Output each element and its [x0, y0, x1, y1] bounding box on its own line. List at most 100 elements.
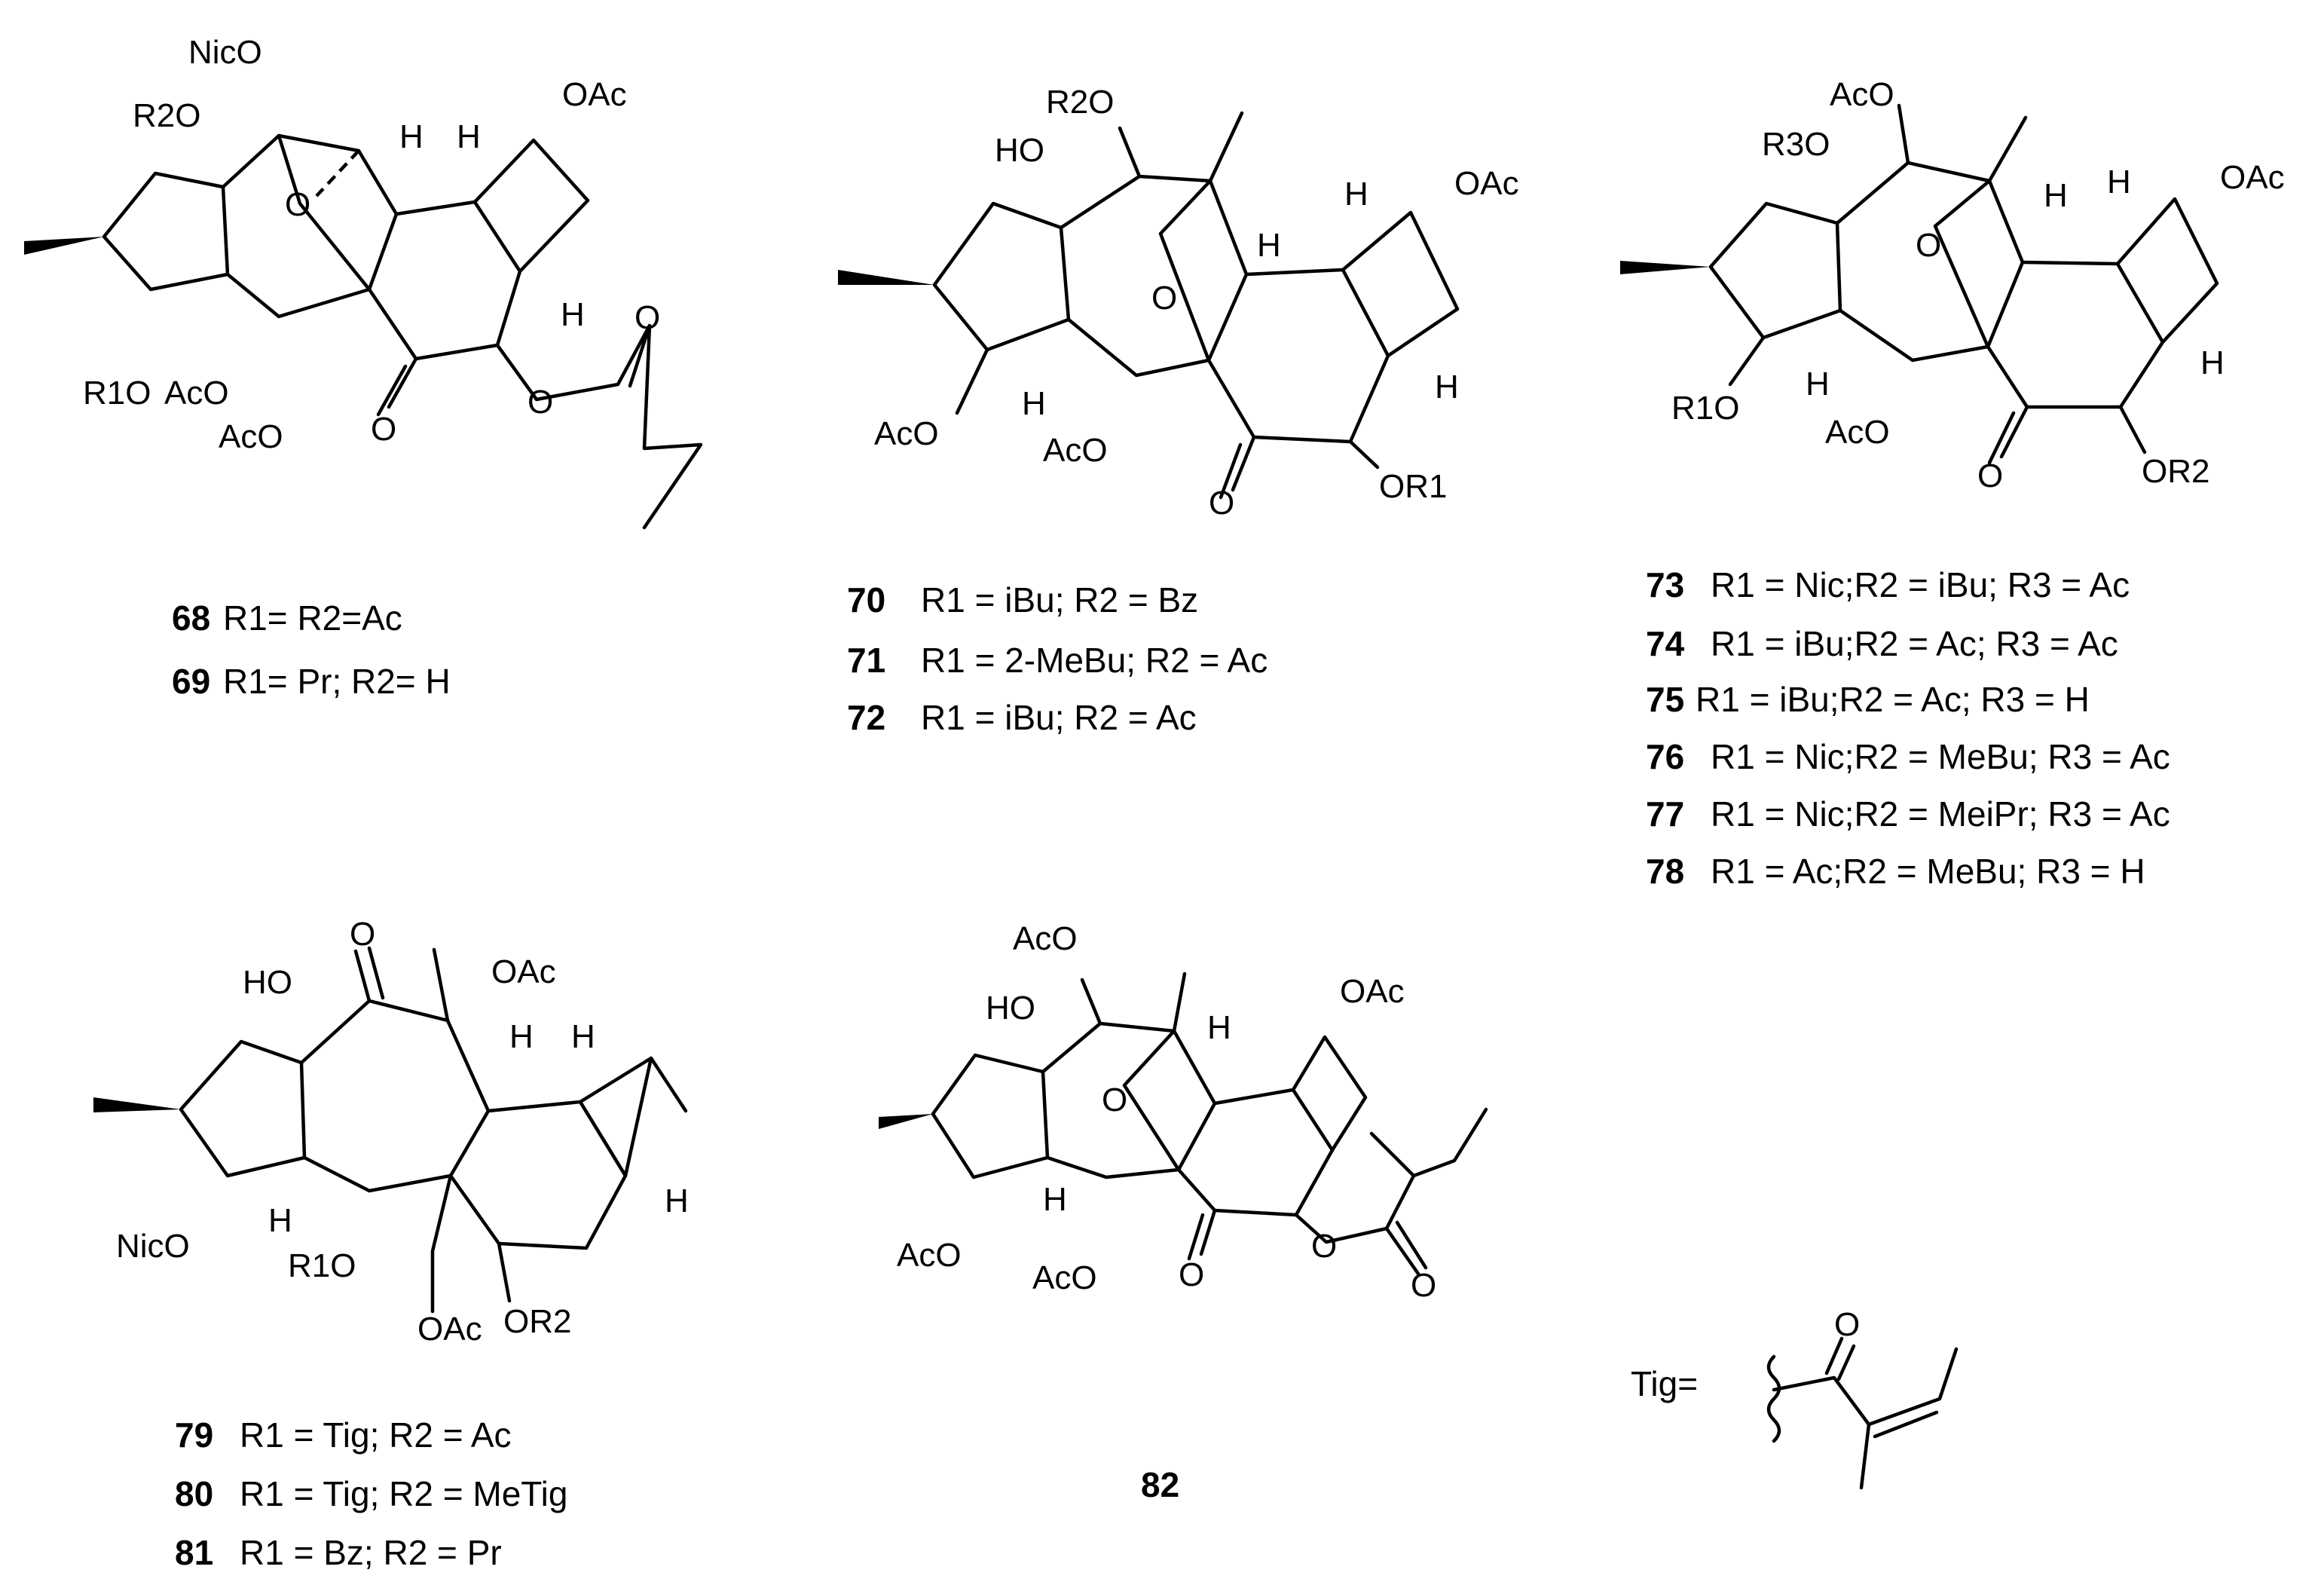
- caption-76: 76 R1 = Nic;R2 = MeBu; R3 = Ac: [1646, 737, 2170, 776]
- compound-number: 76: [1646, 737, 1684, 776]
- tig-definition: Tig= O: [1631, 1306, 1959, 1490]
- label-oac: OAc: [2220, 159, 2285, 196]
- compound-number: 70: [847, 580, 885, 620]
- label-oac: OAc: [491, 953, 556, 990]
- caption-71: 71 R1 = 2-MeBu; R2 = Ac: [847, 641, 1267, 680]
- label-o-ketone: O: [350, 916, 375, 953]
- label-h: H: [1806, 366, 1830, 402]
- label-o-ketone: O: [371, 411, 396, 448]
- label-o-ester: O: [527, 384, 553, 421]
- label-h: H: [571, 1018, 595, 1055]
- label-aco: AcO: [1043, 432, 1108, 469]
- substituent-text: R1 = Ac;R2 = MeBu; R3 = H: [1711, 852, 2145, 891]
- label-h: H: [399, 118, 424, 155]
- label-ho: HO: [986, 990, 1035, 1027]
- label-h: H: [665, 1183, 689, 1219]
- label-nico: NicO: [188, 34, 262, 71]
- substituent-text: R1 = Bz; R2 = Pr: [240, 1533, 502, 1572]
- substituent-text: R1 = Nic;R2 = MeBu; R3 = Ac: [1711, 737, 2170, 776]
- label-o-bridge: O: [1916, 227, 1941, 264]
- caption-75: 75 R1 = iBu;R2 = Ac; R3 = H: [1646, 680, 2090, 719]
- structure-70-72: R2O HO H H OAc O H AcO H AcO O OR1 70 R1…: [838, 84, 1519, 737]
- label-aco: AcO: [219, 418, 283, 455]
- label-o-ketone: O: [1179, 1256, 1204, 1293]
- compound-number: 74: [1646, 624, 1685, 663]
- label-or2: OR2: [2142, 453, 2209, 490]
- label-h: H: [1257, 227, 1281, 264]
- label-h: H: [268, 1202, 292, 1239]
- caption-74: 74 R1 = iBu;R2 = Ac; R3 = Ac: [1646, 624, 2118, 663]
- label-or2: OR2: [503, 1303, 571, 1340]
- substituent-text: R1 = Tig; R2 = Ac: [240, 1415, 512, 1455]
- compound-number: 75: [1646, 680, 1684, 719]
- label-aco: AcO: [1830, 76, 1894, 113]
- skeleton-bonds: [24, 133, 703, 530]
- label-r2o: R2O: [133, 97, 200, 134]
- compound-number: 71: [847, 641, 885, 680]
- tig-label: Tig=: [1631, 1364, 1698, 1403]
- caption-70: 70 R1 = iBu; R2 = Bz: [847, 580, 1198, 620]
- skeleton-bonds: [838, 111, 1460, 500]
- substituent-text: R1= Pr; R2= H: [223, 662, 451, 701]
- label-aco: AcO: [874, 415, 939, 452]
- label-oac: OAc: [562, 76, 627, 113]
- caption-72: 72 R1 = iBu; R2 = Ac: [847, 698, 1197, 737]
- label-r2o: R2O: [1046, 84, 1114, 121]
- compound-number: 73: [1646, 565, 1684, 604]
- caption-78: 78 R1 = Ac;R2 = MeBu; R3 = H: [1646, 852, 2145, 891]
- skeleton-bonds: [93, 946, 688, 1314]
- caption-68: 68 R1= R2=Ac: [172, 598, 402, 638]
- caption-69: 69 R1= Pr; R2= H: [172, 662, 451, 701]
- label-h: H: [1435, 369, 1459, 405]
- label-ho: HO: [995, 132, 1044, 169]
- label-o-bridge: O: [1102, 1082, 1127, 1118]
- label-o-bridge: O: [1151, 280, 1177, 317]
- label-oac: OAc: [1340, 973, 1405, 1010]
- compound-number: 81: [175, 1533, 213, 1572]
- label-aco: AcO: [164, 375, 229, 412]
- label-o-bridge: O: [285, 186, 310, 223]
- label-aco: AcO: [897, 1237, 962, 1274]
- label-aco: AcO: [1825, 414, 1890, 451]
- substituent-text: R1 = iBu; R2 = Bz: [921, 580, 1198, 620]
- compound-number: 79: [175, 1415, 213, 1455]
- caption-82: 82: [1141, 1465, 1179, 1504]
- compound-number: 80: [175, 1474, 213, 1513]
- label-o-ketone: O: [1977, 457, 2003, 494]
- label-aco: AcO: [1032, 1259, 1097, 1296]
- label-h: H: [2200, 344, 2225, 381]
- label-o-ester: O: [1311, 1228, 1337, 1265]
- compound-number: 78: [1646, 852, 1684, 891]
- substituent-text: R1 = 2-MeBu; R2 = Ac: [921, 641, 1267, 680]
- caption-77: 77 R1 = Nic;R2 = MeiPr; R3 = Ac: [1646, 794, 2170, 834]
- label-oac: OAc: [417, 1311, 482, 1348]
- label-h: H: [2107, 164, 2131, 200]
- label-nico: NicO: [116, 1228, 190, 1265]
- caption-80: 80 R1 = Tig; R2 = MeTig: [175, 1474, 567, 1513]
- caption-81: 81 R1 = Bz; R2 = Pr: [175, 1533, 502, 1572]
- structure-73-78: AcO R3O H H OAc O H R1O H AcO O OR2 73 R…: [1620, 76, 2285, 891]
- label-or1: OR1: [1379, 468, 1447, 505]
- label-h: H: [2044, 177, 2068, 214]
- compound-number: 72: [847, 698, 885, 737]
- label-o-ketone: O: [1209, 485, 1234, 522]
- label-h: H: [509, 1018, 534, 1055]
- compound-number: 77: [1646, 794, 1684, 834]
- label-oac: OAc: [1454, 165, 1519, 202]
- substituent-text: R1 = iBu;R2 = Ac; R3 = H: [1696, 680, 2090, 719]
- structure-82: AcO HO OAc H O H AcO AcO O O O 82: [879, 920, 1488, 1504]
- skeleton-bonds: [1620, 103, 2219, 465]
- label-h: H: [1043, 1181, 1067, 1218]
- compound-number: 69: [172, 662, 210, 701]
- substituent-text: R1 = Nic;R2 = iBu; R3 = Ac: [1711, 565, 2130, 604]
- label-h: H: [1022, 385, 1046, 422]
- label-h: H: [1207, 1009, 1231, 1046]
- label-h: H: [457, 118, 481, 155]
- label-h: H: [561, 296, 585, 333]
- caption-73: 73 R1 = Nic;R2 = iBu; R3 = Ac: [1646, 565, 2130, 604]
- tig-o-carbonyl: O: [1834, 1306, 1860, 1343]
- label-ho: HO: [243, 964, 292, 1001]
- label-r1o: R1O: [288, 1247, 356, 1284]
- label-o-carbonyl: O: [1411, 1267, 1436, 1304]
